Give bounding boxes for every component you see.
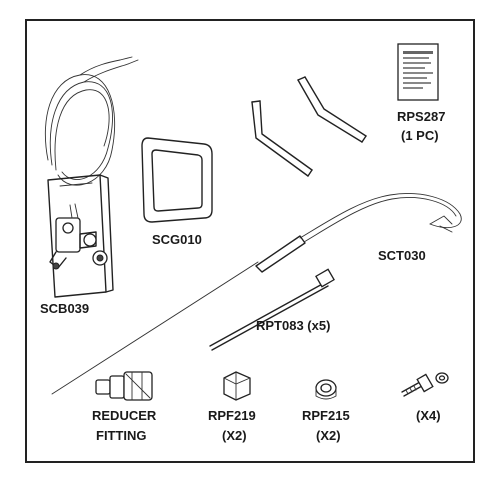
bent-tubes-drawing xyxy=(251,76,367,177)
rps287-card-drawing xyxy=(397,43,439,101)
fitting-label: FITTING xyxy=(96,428,147,443)
rpt083-label: RPT083 (x5) xyxy=(256,318,330,333)
rps287-qty-label: (1 PC) xyxy=(401,128,439,143)
scb039-board-drawing xyxy=(44,56,139,298)
sct030-label: SCT030 xyxy=(378,248,426,263)
screw-washer-drawing xyxy=(401,372,449,397)
sct030-probe-drawing xyxy=(51,193,462,395)
rpf219-label: RPF219 xyxy=(208,408,256,423)
kit-frame xyxy=(25,19,475,463)
rpf215-label: RPF215 xyxy=(302,408,350,423)
scb039-label: SCB039 xyxy=(40,301,89,316)
scg010-gasket-drawing xyxy=(141,137,213,223)
rpf215-qty-label: (X2) xyxy=(316,428,341,443)
rpt083-cable-tie-drawing xyxy=(209,268,335,351)
rpf215-ferrule-drawing xyxy=(315,379,337,400)
rpf219-qty-label: (X2) xyxy=(222,428,247,443)
screw-qty-label: (X4) xyxy=(416,408,441,423)
reducer-fitting-drawing xyxy=(95,371,153,401)
reducer-label: REDUCER xyxy=(92,408,157,423)
rps287-label: RPS287 xyxy=(397,109,445,124)
scg010-label: SCG010 xyxy=(152,232,202,247)
rpf219-nut-drawing xyxy=(223,371,251,401)
